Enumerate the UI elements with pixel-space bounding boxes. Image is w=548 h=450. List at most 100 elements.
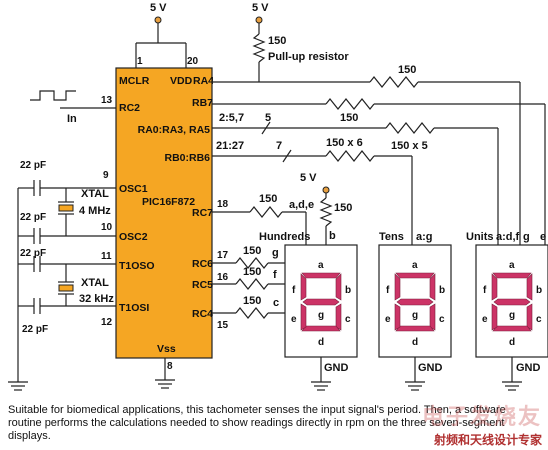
- pin-number-10: 10: [101, 222, 113, 233]
- tens-label-f: f: [386, 285, 390, 296]
- supply-label-pullup: 5 V: [252, 2, 269, 14]
- rc5-resistor-value: 150: [243, 266, 261, 278]
- hundreds-gnd: GND: [324, 362, 349, 374]
- pin-number-17: 17: [217, 250, 229, 261]
- supply-terminal-chip: [154, 16, 162, 24]
- pin-numbers: 1 20 13 9 10 11 12 18 17 16 15 8: [101, 56, 229, 372]
- ra-bus: 2:5,7 5 150 x 5: [212, 112, 499, 245]
- rb-bus-resistors: 150 x 6: [326, 137, 363, 149]
- tens-label-c: c: [439, 314, 445, 325]
- pin-osc1: OSC1: [119, 183, 148, 195]
- pin-vdd: VDD: [170, 75, 193, 87]
- tens-label-g: g: [412, 310, 418, 321]
- hundreds-segment-g: [302, 298, 340, 306]
- display-units-segments: [491, 272, 533, 332]
- rc4-resistor-value: 150: [243, 295, 261, 307]
- tens-segment-f: [394, 273, 401, 301]
- schematic-diagram: 5 V PIC16F872 MCLR RC2 OSC1 OSC2 T1OSO T…: [8, 2, 548, 391]
- tens-segment-c: [429, 303, 436, 331]
- tens-segment-e: [394, 303, 401, 331]
- rc5-segment-label: f: [273, 269, 277, 281]
- units-g-label: g: [523, 231, 530, 243]
- pin-rc7: RC7: [192, 207, 213, 219]
- tens-label-a: a: [412, 260, 418, 271]
- pin-mclr: MCLR: [119, 75, 150, 87]
- units-title: Units: [466, 231, 494, 243]
- chip-ground: [155, 358, 175, 389]
- rb7-line: 150: [212, 98, 546, 245]
- watermark-big: 电子发烧友: [421, 404, 542, 429]
- pin-number-8: 8: [167, 361, 173, 372]
- rc4-segment-label: c: [273, 297, 279, 309]
- units-label-c: c: [536, 314, 542, 325]
- units-gnd: GND: [516, 362, 541, 374]
- display-hundreds: a b c d e f g GND: [284, 244, 358, 391]
- display-units: a b c d e f g GND: [475, 244, 548, 391]
- units-segment-g: [493, 298, 531, 306]
- hundreds-segment-d: [301, 325, 341, 332]
- xtal2-freq: 32 kHz: [79, 293, 114, 305]
- hundreds-label-b: b: [345, 285, 351, 296]
- chip-body: [115, 67, 213, 359]
- units-label-b: b: [536, 285, 542, 296]
- units-label-a: a: [509, 260, 515, 271]
- pin-number-13: 13: [101, 95, 113, 106]
- oscillator-network: 22 pF 22 pF XTAL 4 MHz 22 pF 22 pF XTAL: [8, 160, 116, 391]
- units-segment-d: [492, 325, 532, 332]
- units-segment-e: [491, 303, 498, 331]
- units-segment-a: [492, 272, 532, 279]
- crystal-32khz: [58, 284, 74, 292]
- tens-gnd: GND: [418, 362, 443, 374]
- ra4-resistor-value: 150: [398, 64, 416, 76]
- rc6-resistor-value: 150: [243, 245, 261, 257]
- tens-label-d: d: [412, 337, 418, 348]
- watermark-small: 射频和天线设计专家: [433, 433, 542, 447]
- pin-rc6: RC6: [192, 258, 213, 270]
- pin-rc2: RC2: [119, 102, 140, 114]
- units-label-e: e: [482, 314, 488, 325]
- ra4-line: 150: [212, 64, 521, 245]
- tens-segment-g: [396, 298, 434, 306]
- pin-number-18: 18: [217, 199, 229, 210]
- pin-rc4: RC4: [192, 308, 213, 320]
- rb-bus-pins: 21:27: [216, 140, 244, 152]
- hundreds-segment-a: [301, 272, 341, 279]
- units-e-label: e: [540, 231, 546, 243]
- tens-label-b: b: [439, 285, 445, 296]
- pin-number-11: 11: [101, 251, 112, 262]
- pin-rc5: RC5: [192, 279, 213, 291]
- rb-bus-width: 7: [276, 140, 282, 152]
- hundreds-label-e: e: [291, 314, 297, 325]
- cap1-label: 22 pF: [20, 160, 46, 171]
- pin-number-20: 20: [187, 56, 199, 67]
- tens-segment-d: [395, 325, 435, 332]
- figure-caption: Suitable for biomedical applications, th…: [8, 404, 506, 442]
- supply-label-chip: 5 V: [150, 2, 167, 14]
- hundreds-label-c: c: [345, 314, 351, 325]
- rb-bus: 21:27 7 150 x 6: [212, 137, 413, 245]
- pin-t1osi: T1OSI: [119, 302, 149, 314]
- ra-bus-pins: 2:5,7: [219, 112, 244, 124]
- pullup-resistor: 5 V 150 Pull-up resistor: [252, 2, 349, 82]
- supply-terminal-pullup: [255, 16, 263, 24]
- units-segment-b: [526, 273, 533, 301]
- pin-osc2: OSC2: [119, 231, 148, 243]
- rb7-resistor-value: 150: [340, 112, 358, 124]
- b-resistor-value: 150: [334, 202, 352, 214]
- watermark-logo: 电子发烧友 射频和天线设计专家: [422, 399, 542, 448]
- rc7-resistor-value: 150: [259, 193, 277, 205]
- crystal-4mhz: [58, 204, 74, 212]
- tens-segment-b: [429, 273, 436, 301]
- xtal2-label: XTAL: [81, 277, 109, 289]
- hundreds-drive: 150 a,d,e 5 V 150 b 150 g 150 f 150 c Hu…: [212, 172, 352, 319]
- hundreds-segment-e: [300, 303, 307, 331]
- hundreds-segment-c: [335, 303, 342, 331]
- units-label-d: d: [509, 337, 515, 348]
- display-hundreds-segments: [300, 272, 342, 332]
- pin-ra4: RA4: [193, 75, 214, 87]
- pin-number-15: 15: [217, 320, 229, 331]
- xtal1-freq: 4 MHz: [79, 205, 111, 217]
- rc6-segment-label: g: [272, 247, 279, 259]
- pin-ra0-ra3-ra5: RA0:RA3, RA5: [138, 124, 211, 136]
- units-label-f: f: [483, 285, 487, 296]
